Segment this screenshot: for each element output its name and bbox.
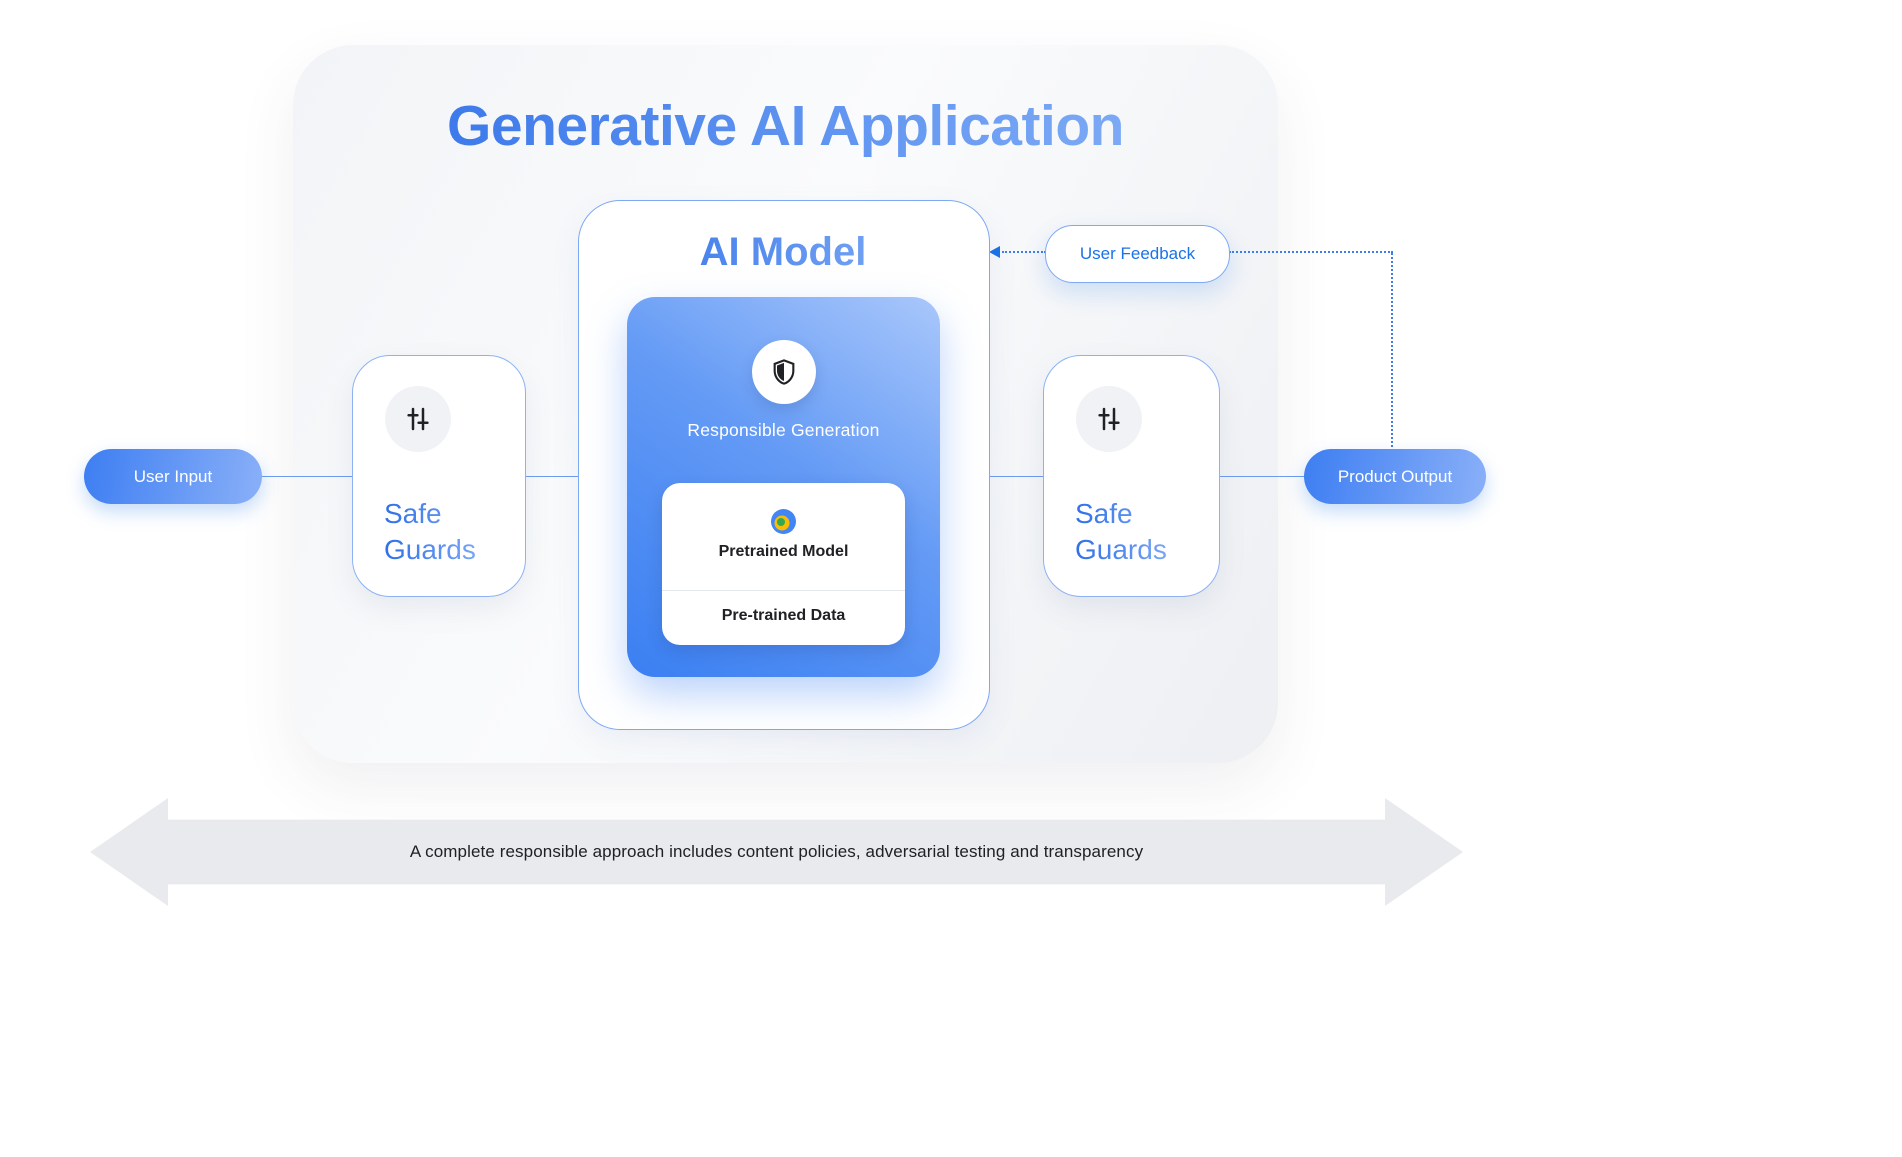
connector-safeguards-to-product-output — [1218, 476, 1304, 477]
feedback-dotted-line-right — [1229, 251, 1393, 253]
pretrained-data-label: Pre-trained Data — [721, 607, 846, 624]
tune-icon — [1076, 386, 1142, 452]
user-feedback-pill: User Feedback — [1045, 225, 1230, 283]
responsible-generation-label: Responsible Generation — [687, 420, 880, 440]
pretrained-card: Pretrained Model Pre-trained Data — [662, 483, 905, 645]
connector-user-input-to-safeguards — [262, 476, 352, 477]
user-input-pill: User Input — [84, 449, 262, 504]
ai-model-title: AI Model — [578, 228, 988, 276]
bottom-banner-text: A complete responsible approach includes… — [409, 842, 1144, 861]
product-output-pill: Product Output — [1304, 449, 1486, 504]
card-divider — [662, 590, 905, 591]
feedback-dotted-line-down — [1391, 253, 1393, 447]
connector-ai-model-to-safeguards — [988, 476, 1043, 477]
safeguards-right-card: Safe Guards — [1043, 355, 1220, 597]
feedback-arrowhead-icon — [989, 246, 1000, 258]
diagram-title: Generative AI Application — [293, 92, 1278, 160]
bottom-banner-arrow: A complete responsible approach includes… — [90, 798, 1463, 906]
pretrained-model-label: Pretrained Model — [718, 543, 849, 560]
connector-safeguards-to-ai-model — [524, 476, 578, 477]
tune-icon — [385, 386, 451, 452]
safeguards-label: Safe Guards — [384, 496, 499, 567]
safeguards-label: Safe Guards — [1075, 496, 1190, 567]
shield-icon — [752, 340, 816, 404]
model-sphere-icon — [768, 506, 799, 537]
feedback-dotted-line-left — [1002, 251, 1046, 253]
safeguards-left-card: Safe Guards — [352, 355, 526, 597]
